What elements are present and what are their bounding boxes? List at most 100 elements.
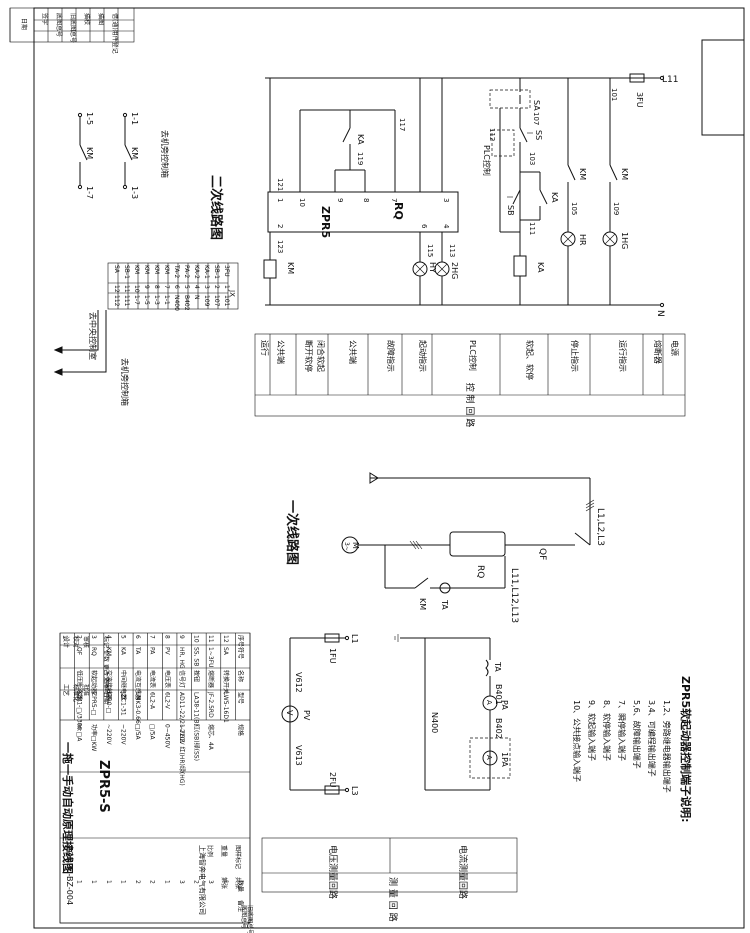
staff-5: 批准 [82,684,90,696]
bom-qty-6: 2 [134,880,141,884]
wire-112-label: 112 [488,128,496,141]
jx-device-11: SA [113,265,120,274]
bom-model-1: JF-2.5RD [207,691,214,718]
wire-119-label: 119 [356,152,364,165]
bom-qty-8: 1 [105,880,112,884]
ta-ct-icon [439,582,451,594]
revision-block: 日期 签字 底图总号 旧底图总号 描校 描图 借(通)用件登记 [9,7,135,54]
lamp-hr-label: HR [578,234,587,246]
control-function-table: 电源熔断器运行指示停止指示软起、软停PLC控制起动指示故障指示公共端闭合软起断开… [254,333,686,427]
ctrl-cell-2: 运行指示 [618,340,628,372]
model-label: ZPR5-S [96,760,111,813]
sign-label-0: 标记 [102,636,110,648]
bom-sym-4: PV [163,647,170,656]
bom-spec-6: □/5A [134,724,141,741]
ctrl-cell-0: 电源 [670,340,680,356]
sign-label-1: 处数 [102,650,110,662]
staff-1: 校对 [72,636,80,648]
pin-7: 7 [390,198,398,202]
meas-l1: L1 [350,634,359,644]
ammeter-1pa-icon [482,750,498,766]
bom-spec-7: ~220V [119,724,126,745]
measure-footer: 测 量 回 路 [387,877,399,922]
bom-model-5: 6L2-A [149,692,156,710]
jx-terminal-6: 7 [163,285,170,289]
jx-terminal-0: 1 [223,285,230,289]
pa1-box [469,737,511,779]
stage-4: 第张 [220,877,228,889]
jx-wire-1: 107 [213,295,220,307]
meas-2fu: 2FU [328,772,337,788]
wire-117-label: 117 [398,118,406,131]
bom-qty-0: 1 [222,880,229,884]
measure-function-table: 电流测量回路 电压测量回路 测 量 回 路 [261,837,518,922]
jx-wire-4: B402 [183,295,190,311]
sa-label: SA [532,100,541,111]
jx-terminal-3: 4 [193,285,200,289]
bom-qty-5: 2 [149,880,156,884]
qf-label: QF [537,548,547,560]
meas-1pa: 1PA [500,752,509,767]
jx-device-8: KM [143,265,150,274]
bom-name-3: 信号灯 [178,670,186,688]
bom-model-6: LMK3-0.66 [134,692,141,724]
km-coil-label: KM [286,262,295,274]
bom-model-7: JZC1-31 [119,691,126,716]
jx-terminal-5: 6 [173,285,180,289]
ctrl-cell-9b: 断开软停 [304,340,314,372]
lamp-hy-label: HY [428,262,437,273]
bom-spec-5: □/5A [149,724,156,741]
jx-device-3: KA-2 [193,265,200,279]
bom-head-2: 名称 [236,670,244,682]
meas-b401: B401 [494,684,503,705]
bom-no-2: 10 [193,635,200,643]
jx-wire-2: 109 [203,295,210,307]
wire-103-label: 109 [612,202,620,215]
ka-inner-label: KA [356,134,365,145]
pin-10: 10 [298,198,306,207]
drawing-title: 一拖一手动自动原理接线图 [61,742,75,874]
stage-1: 重量 [220,845,228,857]
jx-terminal-2: 3 [203,285,210,289]
note-item-2: 5,6、故障输出端子 [632,700,642,769]
ammeter-1pa-glyph: A [485,755,493,760]
bom-qty-1: 3 [207,880,214,884]
ammeter-pa-glyph: A [485,700,493,705]
pin-1: 1 [276,198,284,202]
bom-qty-3: 3 [178,880,185,884]
meas-pv: PV [302,710,311,721]
bom-no-7: 5 [119,635,126,639]
meas-b402: B402 [494,718,503,739]
meas-v613: V613 [294,745,303,766]
plc-label: PLC控制 [482,145,492,176]
voltmeter-glyph: V [285,710,294,716]
sa-switch-box [489,89,531,109]
bom-qty-7: 1 [119,880,126,884]
motor-label: M [351,542,360,549]
bom-sym-10: QF [76,647,83,656]
jx-wire-10: 111 [123,295,130,307]
bom-model-9: ZPR5-□ [90,692,97,716]
measurement-circuit: L1 1FU V612 V PV V613 2FU L3 TA B401 A P… [281,633,511,796]
note-item-1: 3,4、可编程输出端子 [647,700,657,777]
km-coil [263,259,277,279]
meas-v612: V612 [294,672,303,693]
bom-spec-9: 功率□KW [90,724,98,751]
rev-header-4: 描校 [83,13,91,25]
bom-spec-4: 0~450V [163,724,170,749]
bom-name-5: 电流表 [149,670,157,688]
measure-cell-current: 电流测量回路 [457,845,469,899]
pin-3: 3 [442,198,450,202]
stage-2: 比例 [206,845,214,857]
meas-l3: L3 [350,786,359,796]
lamp-2hg-label: 2HG [450,262,459,279]
jx-device-4: PA-2 [183,265,190,278]
rev-header-1: 签字 [41,13,49,25]
jx-device-2: KA-1 [203,265,210,279]
pin-2: 2 [276,224,284,228]
bom-no-5: 7 [149,635,156,639]
bom-sym-0: SA [222,647,229,656]
bom-name-1: 熔断器 [207,670,215,688]
bom-name-9: 软起动器 [90,670,98,694]
remote-box-title: 去机旁控制箱 [160,130,170,178]
